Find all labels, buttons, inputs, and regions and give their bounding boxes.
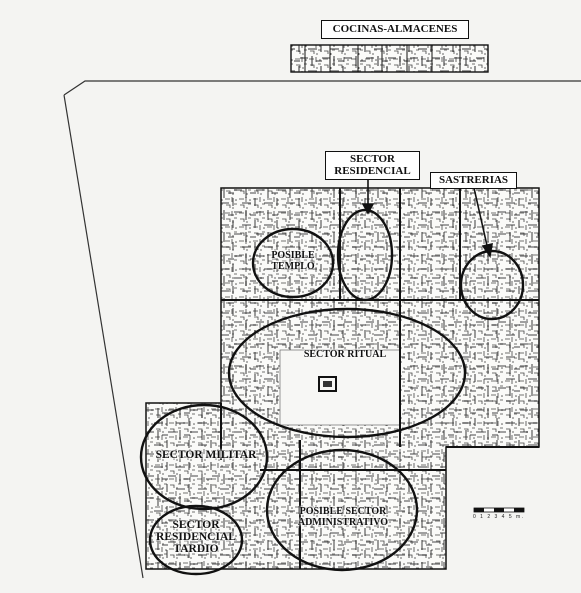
sastrerias-label: SASTRERIAS xyxy=(430,172,517,189)
sector-militar-label: SECTOR MILITAR xyxy=(155,449,257,461)
sector-militar-ellipse xyxy=(139,403,269,511)
sector-residencial-label: SECTOR RESIDENCIAL xyxy=(325,151,420,180)
sector-residencial-tardio-ellipse xyxy=(148,504,244,576)
posible-sector-administrativo-label: POSIBLE SECTOR ADMINISTRATIVO xyxy=(297,506,389,528)
cocinas-almacenes-label: COCINAS-ALMACENES xyxy=(321,20,469,39)
sector-ritual-label: SECTOR RITUAL xyxy=(303,349,387,360)
posible-templo-ellipse xyxy=(251,227,335,299)
sastrerias-ellipse xyxy=(459,249,525,321)
sector-residencial-ellipse xyxy=(336,208,394,302)
scale-bar xyxy=(473,507,525,513)
scale-bar-label: 0 1 2 3 4 5 m. xyxy=(473,514,525,520)
posible-sector-administrativo-ellipse xyxy=(265,448,419,572)
posible-templo-label: POSIBLE TEMPLO xyxy=(271,250,315,272)
sheet-outline xyxy=(63,80,581,579)
sastrerias-arrow xyxy=(473,187,489,251)
sector-ritual-ellipse xyxy=(227,307,467,439)
sector-residencial-tardio-label: SECTOR RESIDENCIAL TARDIO xyxy=(156,519,236,555)
cocinas-almacenes-plan xyxy=(290,44,489,73)
main-site-plan xyxy=(145,187,540,570)
